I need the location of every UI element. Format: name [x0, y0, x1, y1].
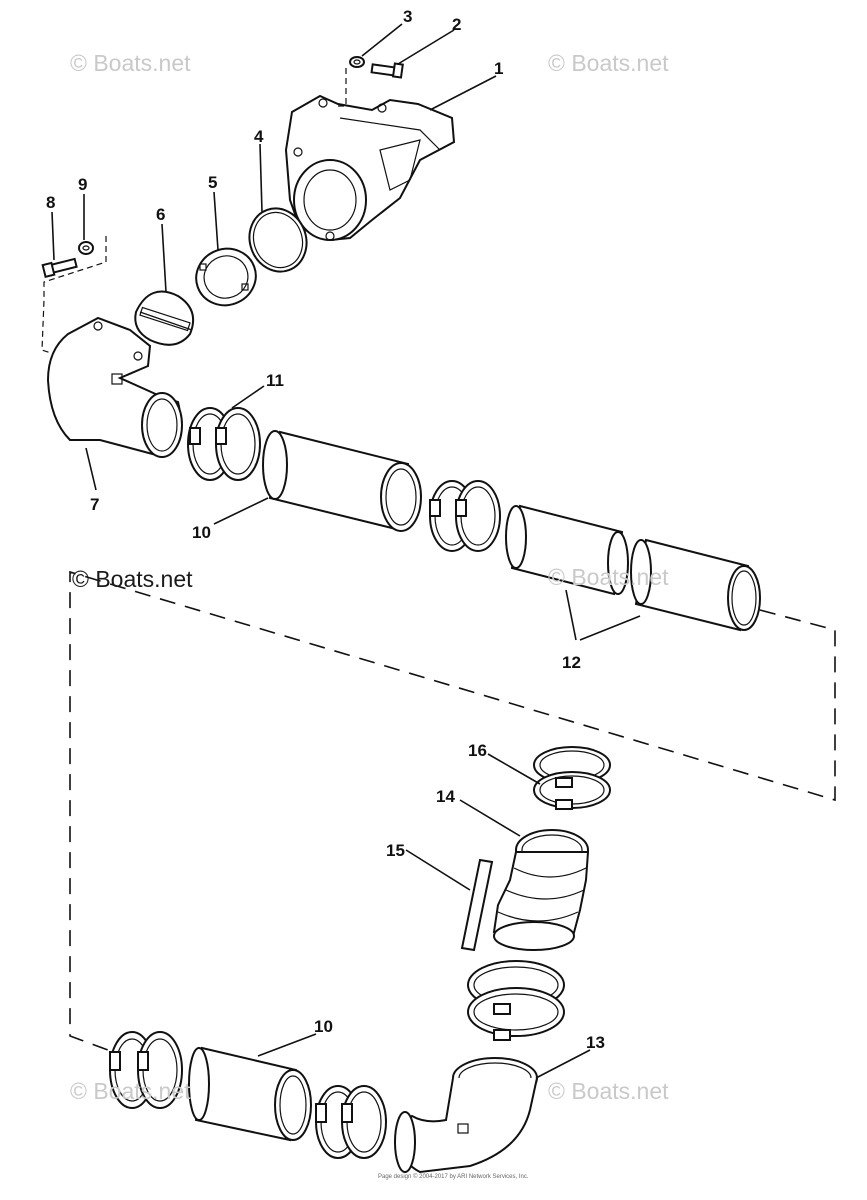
part-hose-10-upper — [262, 430, 422, 532]
connection-dashed-line — [69, 570, 836, 1051]
part-clamps-16 — [533, 746, 611, 810]
callout-5: 5 — [208, 173, 217, 192]
part-elbow-7 — [46, 316, 183, 458]
part-clamps-lower-left — [109, 1031, 183, 1109]
part-flapper-6 — [134, 290, 194, 346]
callout-7: 7 — [90, 495, 99, 514]
part-screw-8 — [41, 257, 78, 279]
part-ring-5 — [195, 247, 257, 307]
footer-copyright: Page design © 2004-2017 by ARI Network S… — [378, 1174, 529, 1180]
watermark-top-left: © Boats.net — [70, 50, 191, 76]
callout-10-upper: 10 — [192, 523, 211, 542]
part-strap-15 — [460, 858, 494, 952]
watermark-mid-left: © Boats.net — [72, 566, 193, 592]
part-washer-3 — [349, 56, 365, 68]
callout-10-lower: 10 — [314, 1017, 333, 1036]
callout-3: 3 — [403, 7, 412, 26]
watermark-top-right: © Boats.net — [548, 50, 669, 76]
callout-4: 4 — [254, 127, 264, 146]
callout-15: 15 — [386, 841, 405, 860]
callout-13: 13 — [586, 1033, 605, 1052]
part-exhaust-housing — [284, 94, 456, 242]
part-bellows-14 — [492, 829, 590, 951]
callout-11: 11 — [266, 371, 284, 390]
callout-9: 9 — [78, 175, 87, 194]
callout-6: 6 — [156, 205, 165, 224]
leader-lines — [51, 23, 641, 1079]
watermark-mid-right: © Boats.net — [548, 564, 669, 590]
part-hoses-12 — [505, 504, 761, 632]
part-clamps-11 — [187, 407, 261, 481]
callout-14: 14 — [436, 787, 455, 806]
watermark-bottom-left: © Boats.net — [70, 1078, 191, 1104]
part-elbow-13 — [394, 1057, 538, 1174]
callout-1: 1 — [494, 59, 503, 78]
part-clamps-mid — [429, 480, 501, 552]
callout-labels: 1 2 3 4 5 6 7 8 9 10 11 12 16 14 15 10 1… — [46, 7, 605, 1052]
part-bolt-2 — [370, 62, 404, 79]
callout-2: 2 — [452, 15, 461, 34]
callout-16: 16 — [468, 741, 487, 760]
callout-8: 8 — [46, 193, 55, 212]
part-hose-10-lower — [188, 1046, 312, 1142]
part-clamps-lower-mid — [315, 1085, 387, 1159]
watermark-bottom-right: © Boats.net — [548, 1078, 669, 1104]
part-washer-9 — [78, 241, 94, 255]
part-oring-4 — [248, 207, 308, 273]
part-clamps-lower — [467, 960, 565, 1041]
callout-12: 12 — [562, 653, 581, 672]
